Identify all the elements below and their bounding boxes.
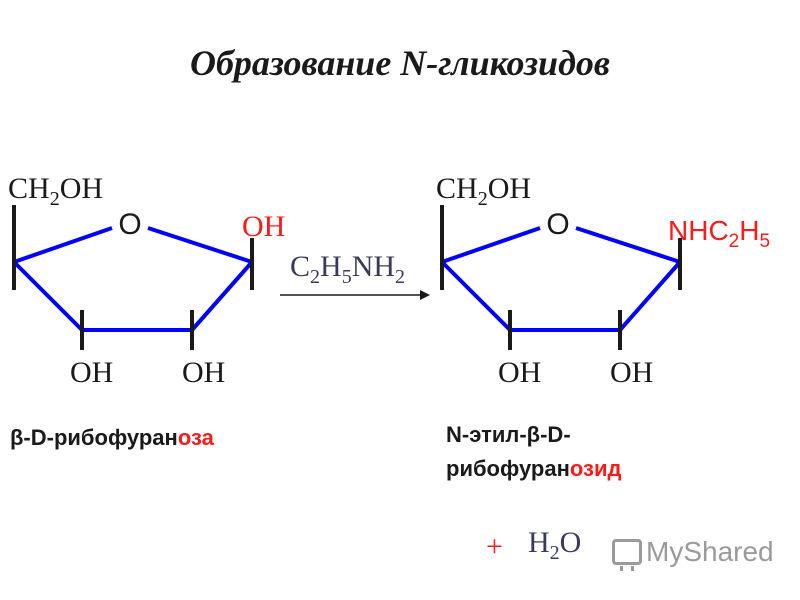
left-compound-name: β-D-рибофураноза bbox=[10, 421, 214, 455]
left-ring-bond bbox=[13, 226, 113, 264]
reaction-arrow-group: C2H5NH2 bbox=[280, 250, 430, 300]
right-name-line2: рибофуранозид bbox=[446, 452, 621, 486]
right-ring-bond bbox=[618, 260, 682, 332]
watermark-text: MyShared bbox=[646, 536, 774, 567]
left-oh-bottom-right: OH bbox=[182, 356, 225, 389]
right-ring: CH2OH O NHC2H5 OH OH bbox=[436, 172, 770, 389]
right-ring-bond bbox=[575, 226, 681, 264]
right-ring-bond bbox=[440, 260, 512, 332]
right-anomeric-nhc2h5: NHC2H5 bbox=[668, 215, 770, 252]
left-anomeric-oh: OH bbox=[242, 210, 285, 243]
right-oh-bottom-left: OH bbox=[498, 356, 541, 389]
right-ch2oh-label: CH2OH bbox=[436, 172, 531, 210]
water-formula: H2O bbox=[528, 526, 581, 564]
watermark: MyShared bbox=[612, 536, 774, 571]
right-name-line1: N-этил-β-D- bbox=[446, 422, 571, 447]
left-ring-oxygen: O bbox=[118, 208, 141, 241]
byproduct-group: + H2O bbox=[486, 526, 581, 564]
left-ring: CH2OH O OH OH OH bbox=[8, 172, 285, 389]
right-compound-name: N-этил-β-D- рибофуранозид bbox=[446, 418, 621, 486]
left-ch2oh-label: CH2OH bbox=[8, 172, 103, 210]
plus-sign: + bbox=[486, 530, 503, 563]
left-oh-bottom-left: OH bbox=[70, 356, 113, 389]
right-oh-bottom-right: OH bbox=[610, 356, 653, 389]
right-name-base: рибофуран bbox=[446, 456, 570, 481]
right-ring-bond bbox=[441, 226, 541, 264]
left-name-base: β-D-рибофуран bbox=[10, 425, 178, 450]
reagent-label: C2H5NH2 bbox=[290, 250, 405, 288]
right-name-suffix: озид bbox=[569, 456, 622, 481]
right-ring-oxygen: O bbox=[546, 208, 569, 241]
page-title: Образование N-гликозидов bbox=[189, 43, 611, 83]
left-ring-bond bbox=[190, 260, 254, 332]
left-ring-bond bbox=[12, 260, 84, 332]
reaction-arrow-head bbox=[420, 290, 430, 300]
left-ring-bond bbox=[147, 226, 253, 264]
projector-screen-icon bbox=[612, 539, 642, 571]
left-name-suffix: оза bbox=[177, 425, 214, 450]
